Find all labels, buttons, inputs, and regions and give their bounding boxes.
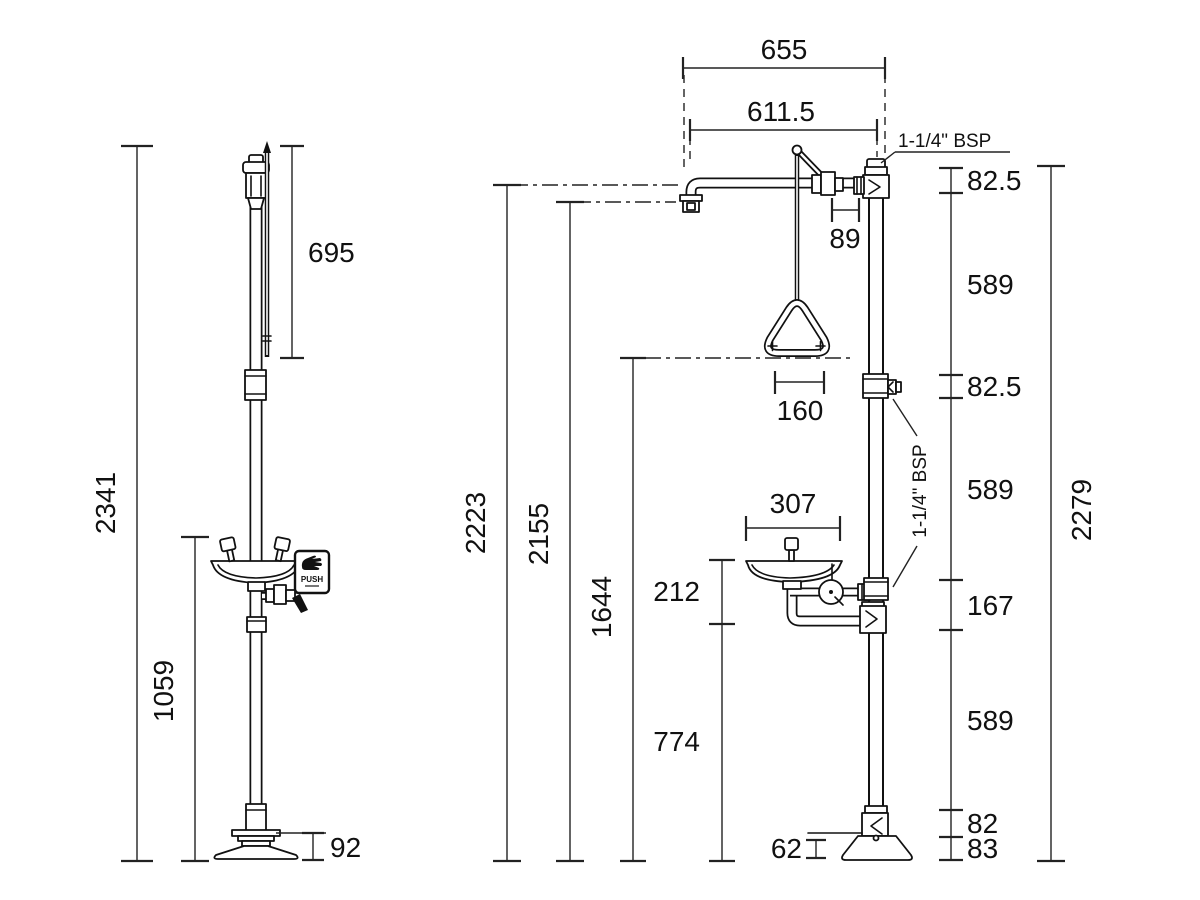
dim-label: 83 (967, 833, 998, 864)
dim-valve-offset: 89 (829, 198, 861, 254)
label-bsp-top: 1-1/4" BSP (880, 131, 1010, 164)
dim-bowl-drain-height: 774 (653, 624, 735, 863)
dim-base-height-left: 92 (276, 831, 361, 863)
dim-label: 589 (967, 474, 1014, 505)
dim-label: 167 (967, 590, 1014, 621)
eyewash-bowl-front (745, 537, 871, 606)
basin-valve-side (262, 584, 300, 605)
dim-label: 82 (967, 808, 998, 839)
dim-handle-width: 160 (773, 371, 826, 426)
dim-label: 62 (771, 833, 802, 864)
eyewash-nozzle-front (784, 537, 833, 581)
dim-base-inset: 62 (771, 833, 826, 864)
dim-overall-height-left: 2341 (90, 144, 153, 863)
dim-label: 82.5 (967, 371, 1022, 402)
riser-side-outlet-tee (862, 373, 902, 399)
dim-label: 2223 (460, 492, 491, 554)
bowl-valve-ball (818, 579, 844, 606)
dim-label: 695 (308, 237, 355, 268)
shower-head-front (679, 194, 703, 213)
dim-pull-rod-length: 695 (280, 144, 355, 360)
spray-nozzle-left (219, 536, 237, 563)
valve-handle-side (292, 594, 308, 613)
hand-push-icon (301, 555, 322, 570)
shower-arm-pipe (685, 177, 862, 202)
dim-label: 589 (967, 705, 1014, 736)
dim-height-head: 2155 (523, 200, 584, 863)
dim-label: 82.5 (967, 165, 1022, 196)
dim-bowl-width: 307 (744, 488, 842, 541)
dim-label: 774 (653, 726, 700, 757)
dim-segment-stack: 82.5 589 82.5 589 167 589 82 83 (939, 165, 1022, 864)
dim-label: 160 (777, 395, 824, 426)
pull-rod-side (262, 141, 272, 357)
riser-bottom-elbow (861, 805, 889, 837)
dim-label: 2341 (90, 472, 121, 534)
dim-label: 1644 (586, 576, 617, 638)
triangle-pull-handle (763, 299, 831, 357)
base-side (213, 803, 299, 860)
dim-head-offset: 611.5 (688, 96, 879, 141)
dim-label: 589 (967, 269, 1014, 300)
left-view: PUSH 2341 695 1 (90, 141, 361, 863)
dim-label: 611.5 (747, 96, 815, 127)
dim-arm-span: 655 (681, 34, 887, 79)
dim-bowl-depth: 212 (653, 558, 735, 626)
actuator-lever (791, 144, 844, 196)
riser-trap-elbow (859, 601, 887, 634)
bsp-side-label: 1-1/4" BSP (910, 444, 931, 537)
dim-label: 655 (761, 34, 808, 65)
dim-label: 1059 (148, 660, 179, 722)
dim-basin-height: 1059 (148, 535, 209, 863)
riser-bowl-tee (863, 577, 889, 601)
dim-label: 2279 (1066, 479, 1097, 541)
dim-height-arm: 2223 (460, 183, 521, 863)
dim-label: 89 (829, 223, 860, 254)
push-sign-label: PUSH (301, 575, 323, 584)
dim-label: 92 (330, 832, 361, 863)
dim-height-handle: 1644 (586, 356, 646, 863)
pipe-union-upper-side (244, 369, 267, 401)
dim-label: 2155 (523, 503, 554, 565)
spray-nozzle-right (273, 536, 291, 563)
push-sign: PUSH (293, 549, 331, 595)
base-front (807, 832, 913, 861)
dim-label: 212 (653, 576, 700, 607)
right-view: 655 611.5 1-1/4" BSP 89 160 (460, 34, 1097, 864)
label-bsp-side: 1-1/4" BSP (892, 398, 931, 588)
dim-overall-height-right: 2279 (1037, 164, 1097, 863)
dim-label: 307 (770, 488, 817, 519)
bsp-top-label: 1-1/4" BSP (898, 131, 991, 152)
riser-top-cap (864, 158, 888, 176)
centerlines (512, 75, 886, 359)
riser-top-tee (853, 174, 890, 199)
